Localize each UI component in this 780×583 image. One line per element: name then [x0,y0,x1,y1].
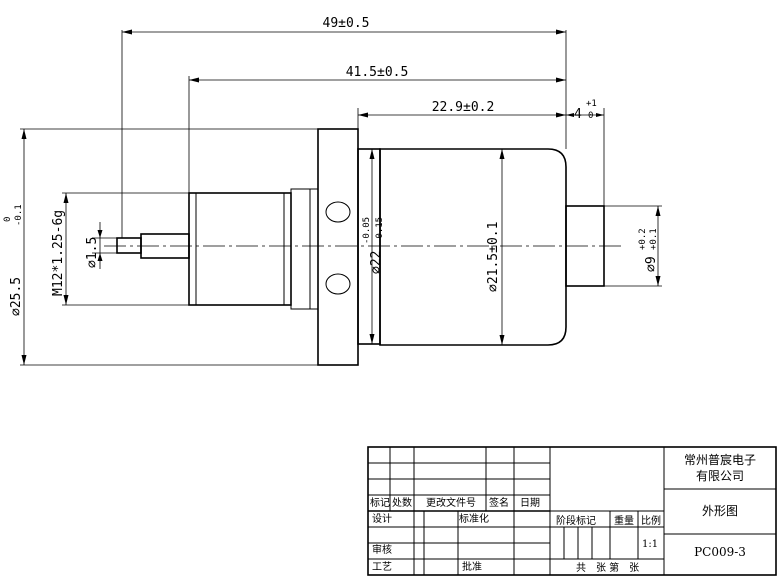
mounting-hole-lower [325,273,351,295]
flange-dia-tol-upper: 0 [3,217,13,222]
pilot-collar [357,148,381,345]
dim-end-cap-dia: ⌀9 +0.2 +0.1 [638,206,661,286]
flange-dia-tol-lower: -0.1 [14,204,24,226]
drawing-name: 外形图 [702,504,738,518]
thread-label: M12*1.25-6g [51,210,66,296]
pilot-dia-tol-upper: -0.05 [362,217,372,244]
standardization-label: 标准化 [459,512,489,525]
dim-thread: M12*1.25-6g [51,193,69,305]
thread-boss [188,192,292,306]
design-label: 设计 [372,512,392,525]
review-label: 审核 [372,543,392,556]
dim-flange-dia: ⌀25.5 0 -0.1 [3,129,27,365]
dim-can-length: 22.9±0.2 [358,100,566,118]
end-cap-dia-label: ⌀9 [644,256,659,272]
approve-label: 批准 [462,560,482,573]
can-dia-label: ⌀21.5±0.1 [486,222,501,292]
dim-body-length: 41.5±0.5 [189,65,566,83]
process-label: 工艺 [372,561,392,573]
motor-outline [116,128,605,366]
header-signature: 签名 [489,496,509,509]
mounting-hole-upper [325,201,351,223]
overall-length-label: 49±0.5 [323,16,370,31]
sheets-label: 共 张 第 张 [576,561,639,574]
header-change-doc: 更改文件号 [426,496,476,509]
company-name-line2: 有限公司 [696,469,744,483]
drawing-number: PC009-3 [694,545,746,559]
end-cap-tol-upper: +1 [586,99,597,109]
motor-can [379,148,567,346]
end-cap-dia-tol-lower: +0.1 [649,228,659,250]
dim-overall-length: 49±0.5 [122,16,566,35]
weight-label: 重量 [614,514,634,527]
pilot-dia-tol-lower: -0.15 [375,217,385,244]
output-shaft [116,237,142,254]
can-length-label: 22.9±0.2 [432,100,495,115]
extension-lines [20,30,662,366]
end-cap-tol-lower: 0 [588,111,593,121]
mounting-flange [317,128,359,366]
title-block [367,446,777,576]
end-cap-dia-tol-upper: +0.2 [638,228,648,250]
header-mark: 标记 [370,497,390,509]
flange-dia-label: ⌀25.5 [9,277,24,316]
shaft-dia-label: ⌀1.5 [85,237,100,268]
pilot-dia-label: ⌀22 [369,251,384,274]
header-count: 处数 [392,496,412,509]
scale-value: 1:1 [642,539,658,550]
company-name-line1: 常州普宸电子 [684,452,756,467]
flange-neck [290,188,319,310]
body-length-label: 41.5±0.5 [346,65,409,80]
dim-can-dia: ⌀21.5±0.1 [486,149,505,345]
end-cap-length-label: 4 [574,107,582,122]
stage-mark-label: 阶段标记 [556,514,596,527]
scale-label: 比例 [641,514,661,527]
dim-shaft-dia: ⌀1.5 [85,222,103,269]
dim-pilot-dia: ⌀22 -0.05 -0.15 [362,149,385,344]
header-date: 日期 [520,497,540,509]
dim-end-cap-length: 4 +1 0 [566,99,604,122]
